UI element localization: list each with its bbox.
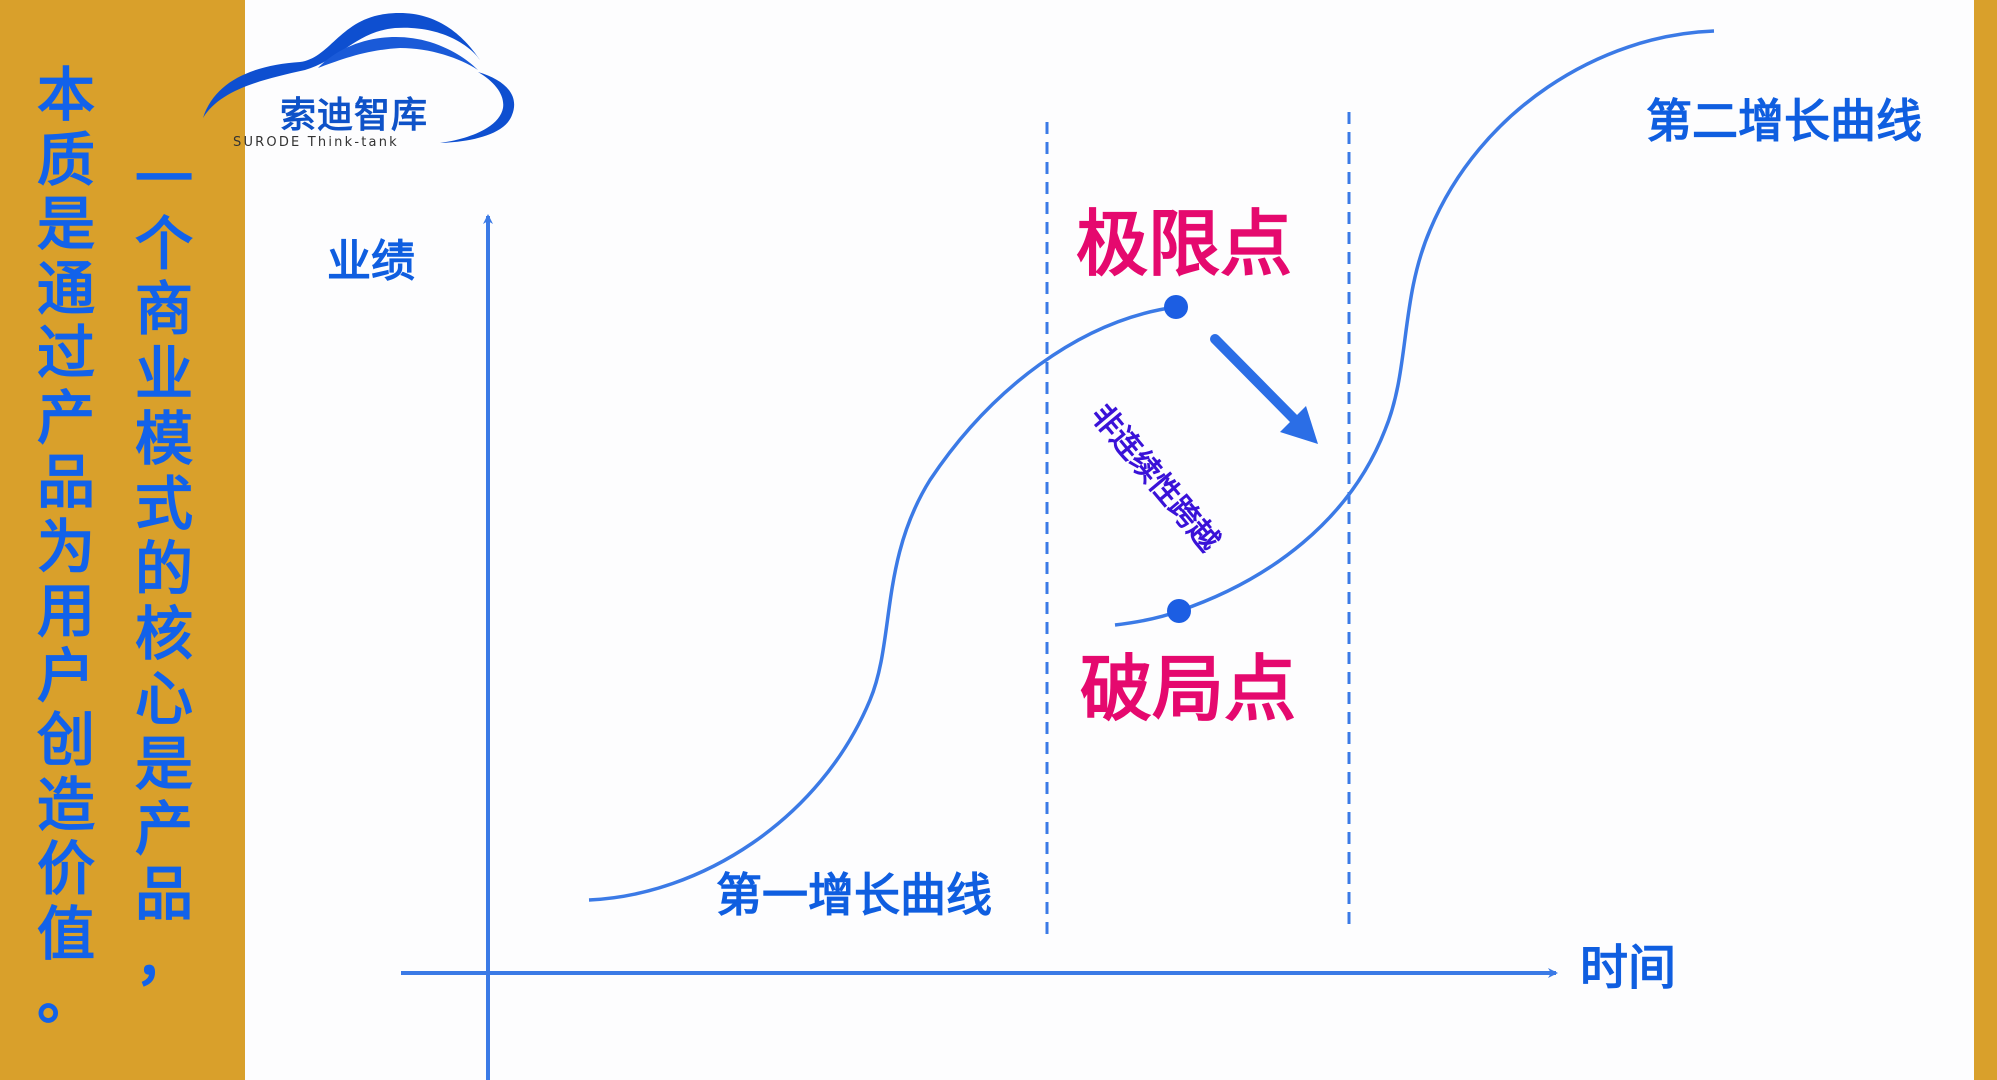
limit-point-label: 极限点 — [1076, 202, 1293, 286]
vertical-char: 值 — [36, 899, 95, 968]
logo-name-cn: 索迪智库 — [280, 95, 429, 136]
leap-arrow-icon — [1210, 334, 1318, 444]
vertical-char: 产 — [134, 795, 193, 863]
limit-point-marker — [1164, 295, 1188, 319]
vertical-char: 心 — [134, 665, 193, 733]
vertical-char: 品 — [36, 448, 95, 516]
right-gold-strip — [1974, 0, 1997, 1080]
vertical-char: 价 — [36, 835, 95, 903]
logo-cloud-icon — [203, 13, 515, 143]
vertical-char: 产 — [36, 383, 95, 452]
first-curve-label: 第一增长曲线 — [716, 868, 992, 922]
x-axis-label: 时间 — [1580, 940, 1677, 996]
vertical-char: 个 — [134, 210, 193, 278]
vertical-char: 造 — [36, 770, 95, 839]
breakthrough-point-marker — [1167, 599, 1191, 623]
second-curve-label: 第二增长曲线 — [1646, 94, 1922, 148]
vertical-char: 创 — [36, 706, 95, 774]
vertical-char: 户 — [36, 641, 95, 710]
vertical-char: 的 — [134, 535, 193, 603]
vertical-char: 模 — [134, 405, 193, 473]
left-gold-panel — [0, 0, 245, 1080]
vertical-char: 通 — [36, 254, 95, 323]
vertical-char: ， — [134, 925, 193, 993]
vertical-text-column-core: 一个商业模式的核心是产品， — [132, 150, 196, 995]
vertical-char: 过 — [36, 319, 95, 387]
vertical-char: 质 — [36, 125, 95, 194]
vertical-char: 用 — [36, 577, 95, 645]
vertical-char: 商 — [134, 275, 193, 343]
vertical-char: 式 — [134, 470, 193, 538]
first-growth-curve — [588, 305, 1177, 902]
vertical-char: 品 — [134, 860, 193, 928]
vertical-char: 一 — [134, 145, 193, 213]
logo-name-en: SURODE Think-tank — [233, 135, 399, 150]
vertical-char: 核 — [134, 600, 193, 668]
vertical-char: 是 — [134, 730, 193, 798]
vertical-char: 为 — [36, 512, 95, 581]
vertical-char: 业 — [134, 340, 193, 408]
breakthrough-point-label: 破局点 — [1080, 647, 1297, 731]
vertical-text-column-essence: 本质是通过产品为用户创造价值。 — [34, 66, 98, 1034]
y-axis-label: 业绩 — [327, 236, 415, 287]
vertical-char: 是 — [36, 190, 95, 258]
vertical-char: 。 — [36, 964, 95, 1032]
vertical-char: 本 — [36, 61, 95, 129]
